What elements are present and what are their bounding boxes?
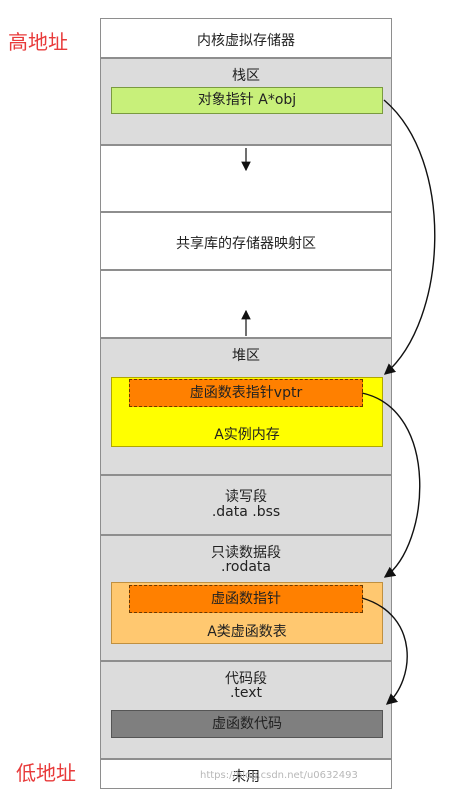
heap-growth-gap — [100, 270, 392, 338]
instance-memory-label: A实例内存 — [214, 427, 280, 443]
watermark: https://blog.csdn.net/u0632493 — [200, 770, 358, 781]
data-bss-region: 读写段 .data .bss — [100, 475, 392, 535]
text-region: 代码段 .text 虚函数代码 — [100, 661, 392, 759]
text-section: .text — [229, 685, 263, 701]
stack-region: 栈区 对象指针 A*obj — [100, 58, 392, 145]
text-label: 代码段 — [225, 671, 267, 687]
stack-label: 栈区 — [232, 68, 260, 84]
heap-region: 堆区 A实例内存 虚函数表指针vptr — [100, 338, 392, 475]
vtable-label: A类虚函数表 — [207, 624, 287, 640]
stack-growth-gap — [100, 145, 392, 212]
high-address-label: 高地址 — [8, 30, 68, 54]
rodata-region: 只读数据段 .rodata A类虚函数表 虚函数指针 — [100, 535, 392, 661]
rodata-label: 只读数据段 — [211, 545, 281, 561]
rodata-section: .rodata — [221, 559, 271, 575]
kernel-label: 内核虚拟存储器 — [197, 33, 295, 49]
vptr-box: 虚函数表指针vptr — [129, 379, 363, 407]
virtual-function-code-box: 虚函数代码 — [111, 710, 383, 738]
data-bss-sections: .data .bss — [211, 504, 281, 520]
heap-label: 堆区 — [232, 348, 260, 364]
shared-library-label: 共享库的存储器映射区 — [176, 236, 316, 252]
kernel-region: 内核虚拟存储器 — [100, 18, 392, 58]
unused-label: 未用 — [232, 769, 260, 785]
low-address-label: 低地址 — [16, 761, 76, 785]
unused-region: 未用 — [100, 759, 392, 789]
shared-library-region: 共享库的存储器映射区 — [100, 212, 392, 270]
object-pointer-box: 对象指针 A*obj — [111, 87, 383, 114]
virtual-function-pointer-box: 虚函数指针 — [129, 585, 363, 613]
data-bss-label: 读写段 — [225, 489, 267, 505]
